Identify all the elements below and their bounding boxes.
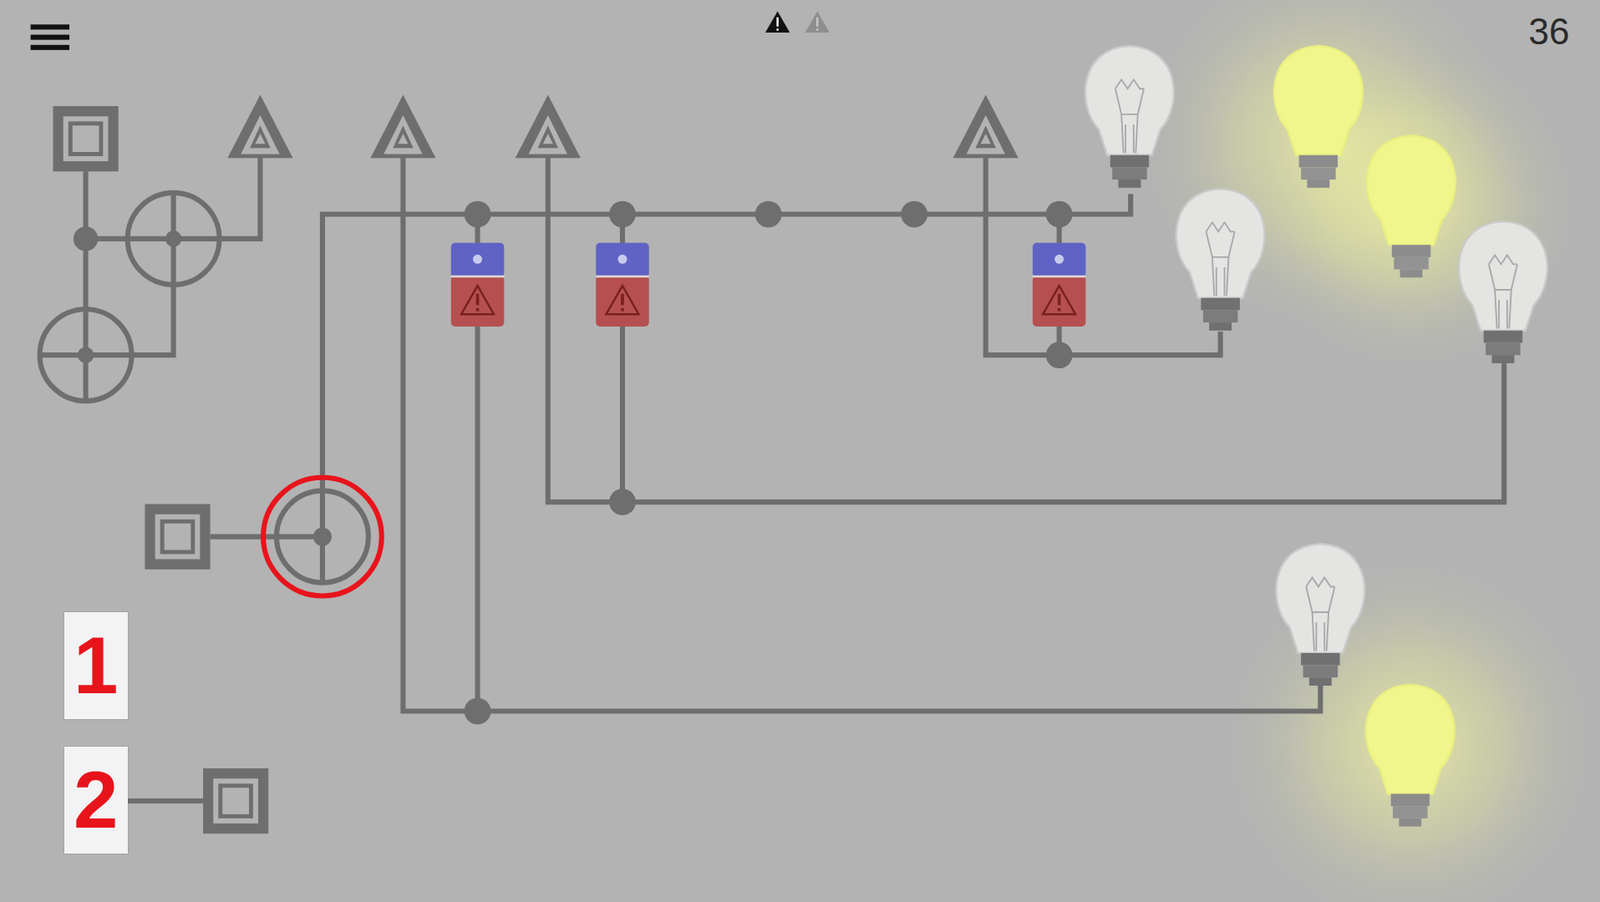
terminal-symbol [53, 106, 270, 834]
number-tile: 2 [64, 746, 128, 854]
junction-dots [73, 201, 1073, 726]
wires [40, 142, 1505, 802]
selection-ring [263, 477, 382, 597]
menu-icon [30, 24, 70, 51]
fuse-symbol [451, 243, 1087, 327]
warning-icons [765, 10, 830, 33]
score-counter: 36 [1528, 13, 1570, 51]
number-tile: 1 [64, 612, 128, 720]
bulb-off [1085, 45, 1548, 686]
callout-number: 1 [73, 625, 118, 707]
antenna-symbol [227, 95, 1019, 159]
bulb-on [1274, 45, 1456, 828]
callout-number: 2 [73, 760, 118, 841]
